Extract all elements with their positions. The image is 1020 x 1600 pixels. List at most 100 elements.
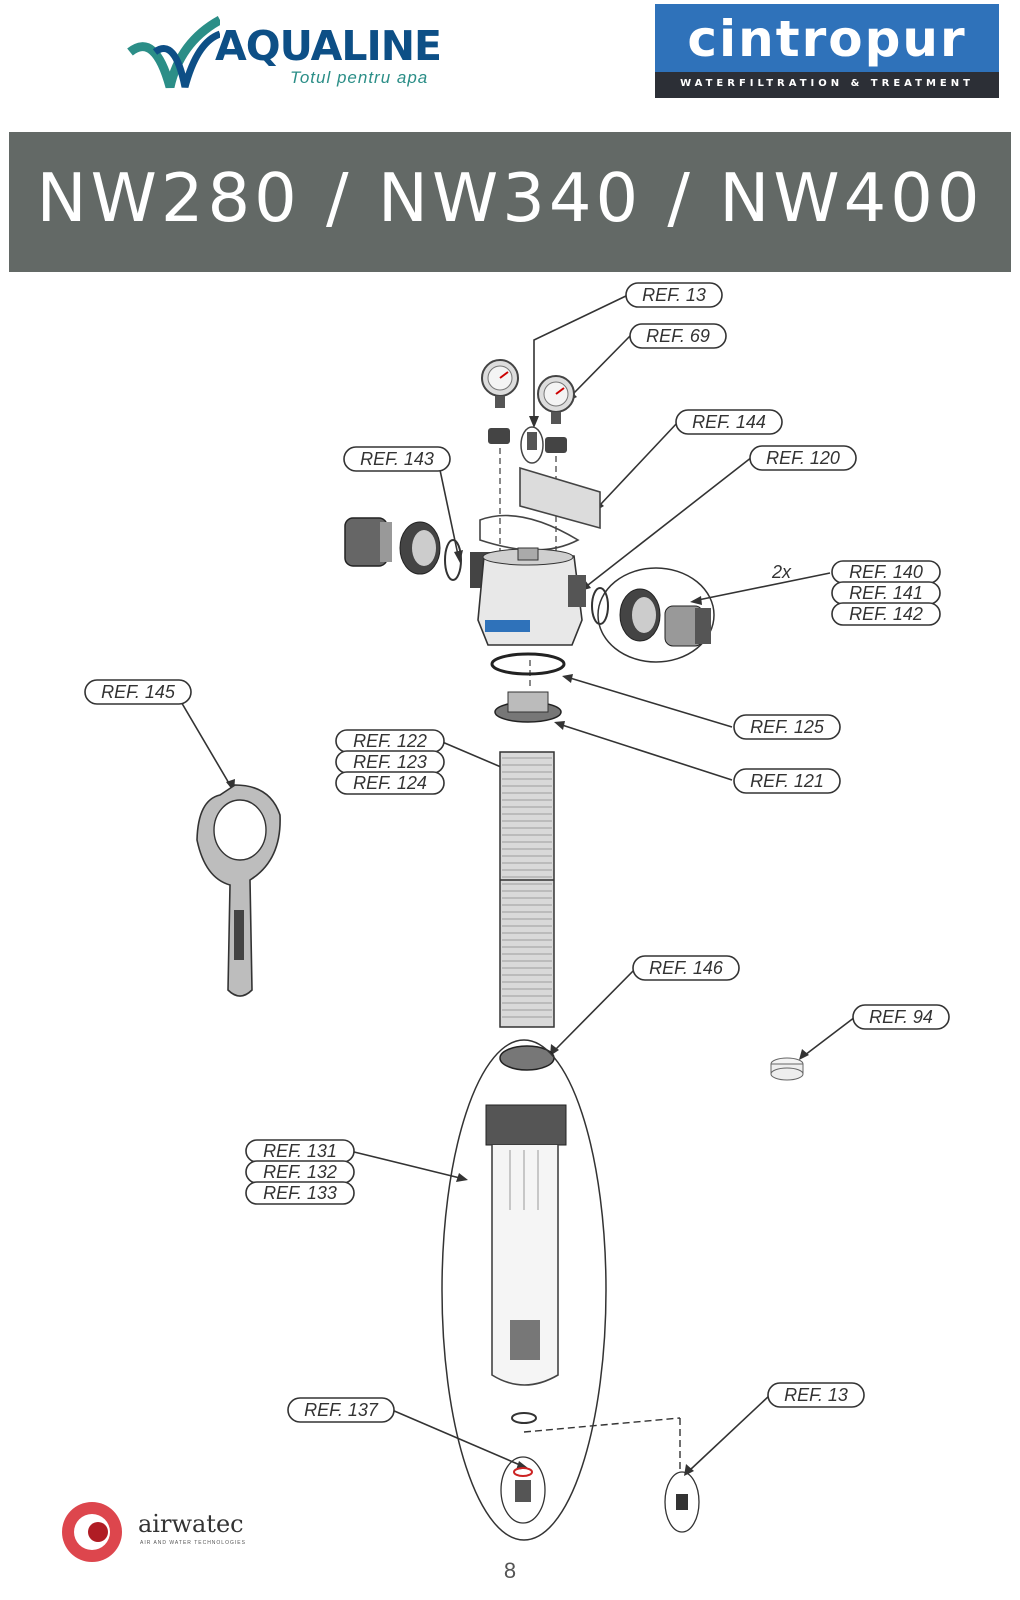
svg-text:REF. 140: REF. 140 [849, 562, 923, 582]
airwatec-name: airwatec [138, 1510, 244, 1538]
union-nut-right-icon [664, 605, 711, 647]
gauge-adapter-left-icon [488, 428, 510, 444]
svg-text:REF. 125: REF. 125 [750, 717, 825, 737]
svg-text:REF. 142: REF. 142 [849, 604, 923, 624]
filter-head-icon [470, 547, 586, 646]
spanner-wrench-icon [196, 784, 281, 997]
o-ring-left-icon [444, 539, 462, 581]
aqualine-tagline: Totul pentru apa [290, 68, 429, 87]
svg-text:REF. 144: REF. 144 [692, 412, 766, 432]
vent-plug-top-icon [520, 426, 544, 464]
mounting-bracket-icon [479, 466, 601, 551]
leader-ref-120 [587, 456, 753, 586]
union-ring-right-icon [619, 588, 661, 642]
svg-text:REF. 124: REF. 124 [353, 773, 427, 793]
ref-13-bottom-label: REF. 13 [767, 1382, 865, 1408]
svg-text:REF. 131: REF. 131 [263, 1141, 337, 1161]
union-nut-left-icon [344, 517, 392, 567]
airwatec-emblem-icon [62, 1502, 122, 1562]
cintropur-subtitle-bar: WATERFILTRATION & TREATMENT [655, 72, 999, 98]
ref-141-label: REF. 141 [831, 581, 941, 605]
ref-137-label: REF. 137 [287, 1397, 395, 1423]
filter-cartridge-icon [499, 751, 555, 1028]
ref-69-label: REF. 69 [629, 323, 727, 349]
svg-text:REF. 145: REF. 145 [101, 682, 176, 702]
ref-123-label: REF. 123 [335, 750, 445, 774]
leader-ref-137 [391, 1409, 521, 1466]
aqualine-logo: AQUALINE Totul pentru apa [125, 12, 465, 92]
leader-lines [179, 294, 856, 1471]
svg-text:REF. 13: REF. 13 [642, 285, 706, 305]
svg-text:REF. 146: REF. 146 [649, 958, 724, 978]
svg-text:REF. 123: REF. 123 [353, 752, 427, 772]
leader-ref-122 [439, 740, 509, 771]
svg-text:REF. 137: REF. 137 [304, 1400, 379, 1420]
aqualine-wave-icon [127, 16, 223, 89]
leader-ref-69 [571, 335, 631, 396]
airwatec-logo: airwatec AIR AND WATER TECHNOLOGIES [58, 1496, 258, 1566]
svg-text:REF. 122: REF. 122 [353, 731, 427, 751]
cintropur-brand: cintropur [687, 10, 967, 68]
ref-140-label: REF. 140 [831, 560, 941, 584]
cartridge-top-cap-icon [494, 691, 562, 723]
svg-text:REF. 121: REF. 121 [750, 771, 824, 791]
ref-143-label: REF. 143 [343, 446, 451, 472]
cintropur-logo: cintropur WATERFILTRATION & TREATMENT [655, 4, 999, 98]
ref-121-label: REF. 121 [733, 768, 841, 794]
drain-axis-lines [523, 1417, 681, 1470]
drain-valve-icon [500, 1456, 546, 1524]
ref-142-label: REF. 142 [831, 602, 941, 626]
cintropur-subtitle: WATERFILTRATION & TREATMENT [680, 78, 974, 89]
ref-132-label: REF. 132 [245, 1160, 355, 1184]
aqualine-brand: AQUALINE [215, 22, 442, 70]
leader-ref-140 [697, 572, 831, 601]
ref-120-label: REF. 120 [749, 445, 857, 471]
svg-text:REF. 132: REF. 132 [263, 1162, 337, 1182]
svg-text:REF. 69: REF. 69 [646, 326, 710, 346]
ref-144-label: REF. 144 [675, 409, 783, 435]
svg-text:REF. 13: REF. 13 [784, 1385, 848, 1405]
ref-122-label: REF. 122 [335, 729, 445, 753]
svg-text:REF. 94: REF. 94 [869, 1007, 933, 1027]
ref-145-label: REF. 145 [84, 679, 192, 705]
leader-ref-125 [569, 677, 733, 728]
union-ring-left-icon [399, 521, 441, 575]
vent-plug-bottom-icon [664, 1471, 700, 1533]
leader-ref-144 [599, 421, 679, 506]
spare-cap-icon [770, 1057, 804, 1081]
title-band: NW280 / NW340 / NW400 [9, 132, 1011, 272]
quantity-2x-label: 2x [771, 562, 792, 582]
page-number: 8 [503, 1558, 517, 1583]
pressure-gauge-left-icon [481, 359, 519, 408]
union-group-outline [597, 567, 715, 663]
gauge-adapter-right-icon [545, 437, 567, 453]
cintropur-logo-panel: cintropur [655, 4, 999, 72]
ref-94-label: REF. 94 [852, 1004, 950, 1030]
pressure-gauge-right-icon [537, 375, 575, 424]
o-ring-right-icon [591, 587, 609, 625]
svg-text:REF. 133: REF. 133 [263, 1183, 337, 1203]
filter-bowl-icon [485, 1104, 567, 1386]
leader-ref-145 [179, 699, 231, 786]
svg-text:REF. 143: REF. 143 [360, 449, 434, 469]
page-title: NW280 / NW340 / NW400 [36, 159, 984, 237]
airwatec-subtitle: AIR AND WATER TECHNOLOGIES [140, 1540, 246, 1546]
leader-ref-121 [561, 724, 733, 781]
ref-131-label: REF. 131 [245, 1139, 355, 1163]
leader-ref-146 [554, 967, 637, 1051]
ref-124-label: REF. 124 [335, 771, 445, 795]
ref-125-label: REF. 125 [733, 714, 841, 740]
o-ring-drain-icon [511, 1412, 537, 1424]
ref-146-label: REF. 146 [632, 955, 740, 981]
leader-ref-13-bottom [689, 1394, 771, 1471]
ref-13-top-label: REF. 13 [625, 282, 723, 308]
leader-ref-94 [804, 1016, 856, 1056]
ref-labels: REF. 13 REF. 69 REF. 144 REF. 143 REF. 1… [84, 282, 950, 1423]
leader-ref-13-top [533, 294, 629, 420]
ref-133-label: REF. 133 [245, 1181, 355, 1205]
bowl-group-outline [441, 1039, 607, 1541]
svg-text:REF. 141: REF. 141 [849, 583, 923, 603]
leader-ref-131 [349, 1150, 461, 1179]
o-ring-head-icon [490, 652, 566, 676]
